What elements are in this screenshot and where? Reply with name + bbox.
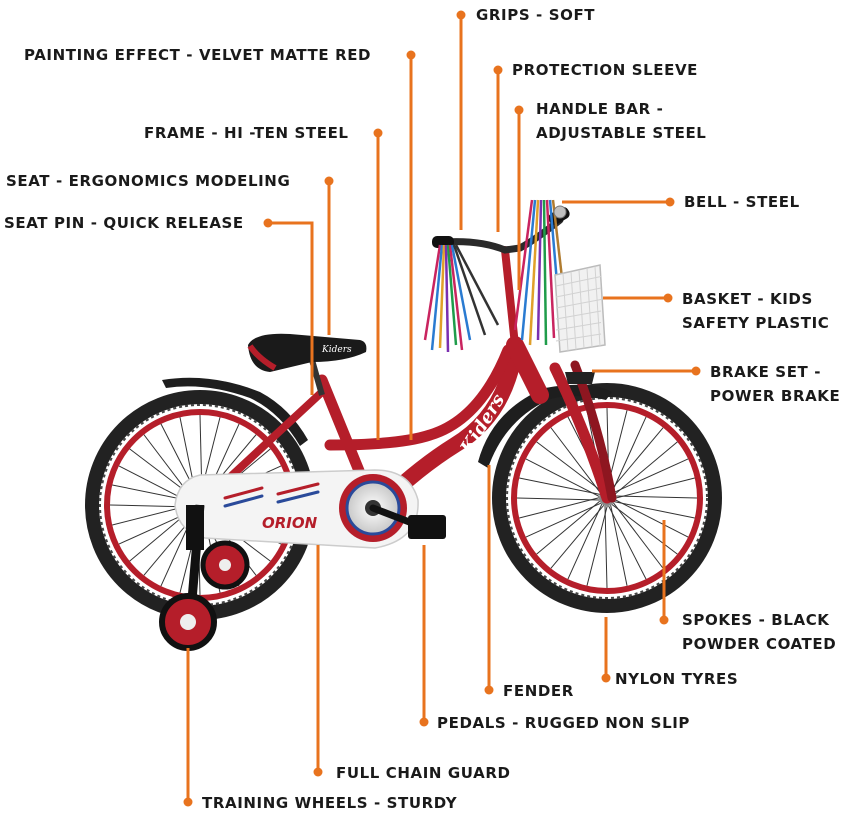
- spoke: [550, 504, 605, 569]
- seat-post: [309, 359, 325, 396]
- label-frame: FRAME - HI -TEN STEEL: [144, 124, 349, 142]
- label-handlebar: HANDLE BAR - ADJUSTABLE STEEL: [536, 100, 707, 142]
- label-brake: BRAKE SET - POWER BRAKE: [710, 363, 841, 405]
- spoke: [604, 505, 608, 589]
- leader-seatpin: [268, 221, 314, 395]
- spoke: [608, 505, 647, 580]
- leader-dot-seatpin: [263, 218, 273, 228]
- leader-dot-spokes: [659, 615, 669, 625]
- label-spokes: SPOKES - BLACK POWDER COATED: [682, 611, 837, 653]
- seat: Kiders: [247, 333, 367, 372]
- basket-bar: [555, 310, 602, 320]
- spoke: [609, 427, 664, 492]
- leader-dot-seat: [324, 176, 334, 186]
- spoke: [611, 503, 678, 555]
- spoke: [567, 503, 603, 580]
- leader-dot-brake: [691, 366, 701, 376]
- spoke: [610, 505, 628, 586]
- crank-and-pedal: [369, 504, 446, 539]
- spoke: [586, 505, 608, 586]
- label-painting: PAINTING EFFECT - VELVET MATTE RED: [24, 46, 372, 64]
- label-seat: SEAT - ERGONOMICS MODELING: [6, 172, 291, 190]
- leader-dot-fender: [484, 685, 494, 695]
- spoke: [614, 501, 695, 519]
- leader-dot-painting: [406, 50, 416, 60]
- label-chain: FULL CHAIN GUARD: [336, 764, 511, 782]
- leader-dot-sleeve: [493, 65, 503, 75]
- bicycle-illustration: Kiders: [85, 199, 722, 651]
- label-fender: FENDER: [503, 682, 574, 700]
- spoke: [519, 497, 600, 519]
- chain-guard-decal: ORION: [262, 514, 318, 532]
- label-sleeve: PROTECTION SLEEVE: [512, 61, 699, 79]
- basket-bar: [578, 269, 585, 349]
- basket-bar: [555, 322, 602, 331]
- leader-dot-bell: [665, 197, 675, 207]
- spoke: [550, 427, 602, 494]
- spoke: [611, 416, 647, 493]
- spoke: [612, 458, 689, 494]
- basket-bar: [555, 299, 602, 309]
- label-basket: BASKET - KIDS SAFETY PLASTIC: [682, 290, 830, 332]
- spoke: [612, 502, 664, 569]
- basket: [554, 264, 606, 353]
- leader-lines: [183, 10, 701, 807]
- seat-decal: Kiders: [321, 345, 352, 355]
- leader-dot-pedals: [419, 717, 429, 727]
- basket-bar: [555, 276, 602, 287]
- label-bell: BELL - STEEL: [684, 193, 800, 211]
- spoke: [614, 495, 698, 499]
- basket-bar: [570, 271, 577, 350]
- spoke: [525, 458, 600, 497]
- rear-fender: [162, 377, 308, 446]
- spoke: [613, 441, 678, 496]
- basket-bar: [586, 268, 593, 348]
- bell: [553, 205, 567, 219]
- label-pedals: PEDALS - RUGGED NON SLIP: [437, 714, 691, 732]
- spoke: [536, 441, 603, 493]
- spoke: [519, 477, 600, 495]
- label-tyres: NYLON TYRES: [615, 670, 739, 688]
- spoke: [614, 499, 689, 538]
- basket-bar: [555, 333, 602, 342]
- label-seatpin: SEAT PIN - QUICK RELEASE: [4, 214, 244, 232]
- brake: [565, 372, 595, 384]
- label-grips: GRIPS - SOFT: [476, 6, 596, 24]
- leader-dot-basket: [663, 293, 673, 303]
- leader-dot-frame: [373, 128, 383, 138]
- spoke: [525, 502, 602, 538]
- leader-dot-tyres: [601, 673, 611, 683]
- leader-dot-grips: [456, 10, 466, 20]
- leader-dot-handlebar: [514, 105, 524, 115]
- left-tassels: [423, 244, 500, 353]
- spoke: [516, 497, 600, 501]
- leader-dot-chain: [313, 767, 323, 777]
- spoke: [614, 477, 695, 499]
- leader-dot-training: [183, 797, 193, 807]
- label-training: TRAINING WHEELS - STURDY: [202, 794, 458, 812]
- basket-bar: [594, 266, 601, 347]
- basket-bar: [555, 287, 602, 298]
- basket-bar: [562, 273, 569, 351]
- spoke: [536, 500, 601, 555]
